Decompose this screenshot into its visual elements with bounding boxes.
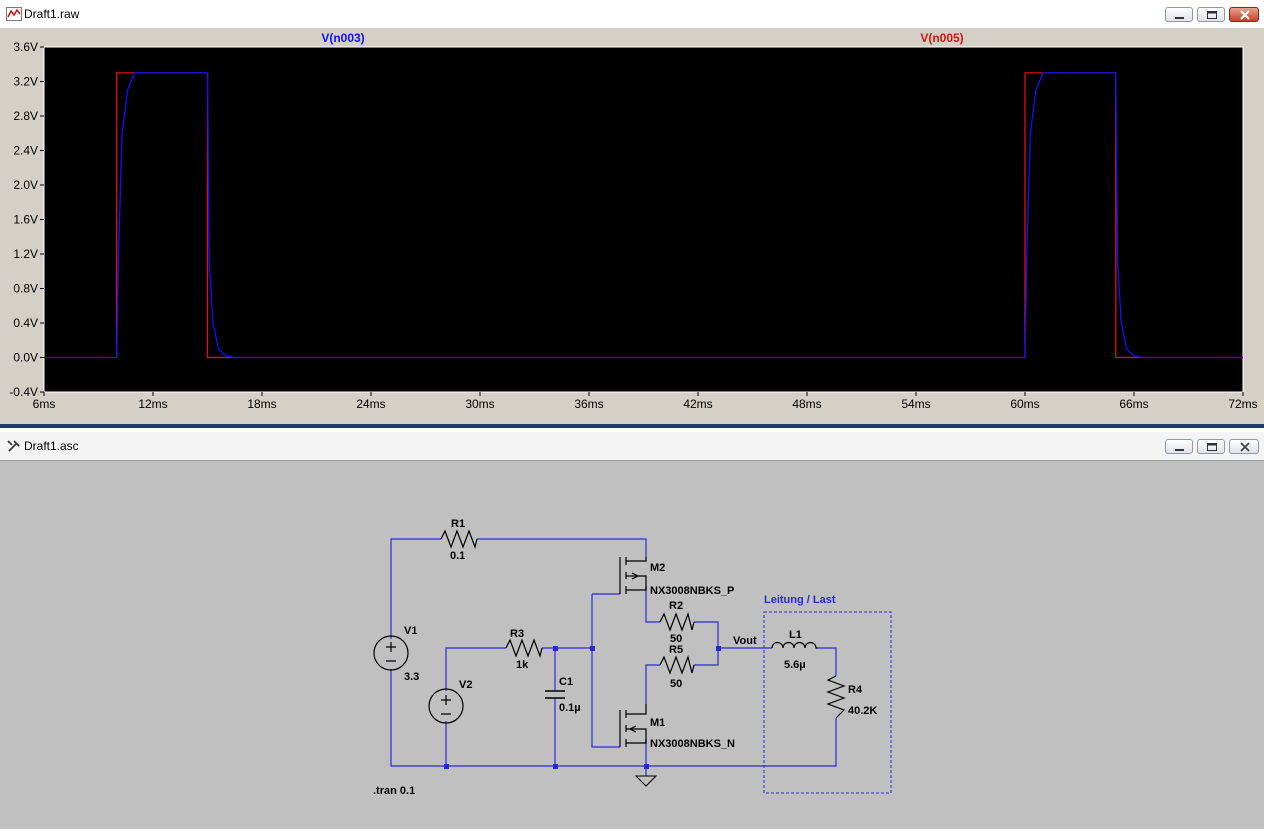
schematic-window: Draft1.asc xyxy=(0,432,1264,829)
capacitor-c1[interactable]: C1 0.1µ xyxy=(545,676,581,714)
x-tick-label: 24ms xyxy=(356,397,385,411)
y-tick-label: 2.4V xyxy=(13,144,38,158)
y-tick-label: 2.8V xyxy=(13,109,38,123)
m1-name: M1 xyxy=(650,717,665,729)
maximize-button[interactable] xyxy=(1197,7,1225,22)
plot-window: Draft1.raw 3.6V 3.2V 2.8V 2.4V 2.0V 1.6V 1.2V 0… xyxy=(0,0,1264,428)
r1-name: R1 xyxy=(451,518,465,530)
x-tick-label: 6ms xyxy=(33,397,56,411)
x-tick-label: 18ms xyxy=(247,397,276,411)
l1-value: 5.6µ xyxy=(784,659,806,671)
m1-model: NX3008NBKS_N xyxy=(650,738,735,750)
junction-dots xyxy=(444,646,721,769)
resistor-r1[interactable]: R1 0.1 xyxy=(440,518,478,562)
resistor-r5[interactable]: R5 50 xyxy=(659,644,695,690)
inductor-l1[interactable]: L1 5.6µ xyxy=(771,629,818,671)
y-tick-label: 0.4V xyxy=(13,316,38,330)
r4-name: R4 xyxy=(848,684,863,696)
restore-icon xyxy=(1207,443,1217,451)
load-box[interactable] xyxy=(763,611,892,794)
plot-window-titlebar[interactable]: Draft1.raw xyxy=(0,0,1264,29)
waveform-icon xyxy=(6,7,22,21)
plot-window-title: Draft1.raw xyxy=(24,7,80,21)
x-tick-label: 72ms xyxy=(1228,397,1257,411)
ground-icon[interactable] xyxy=(634,775,658,787)
y-tick-label: -0.4V xyxy=(9,385,38,399)
l1-name: L1 xyxy=(789,629,802,641)
net-label-vout[interactable]: Vout xyxy=(733,635,757,647)
close-icon xyxy=(1240,442,1250,452)
y-tick-label: 3.2V xyxy=(13,75,38,89)
close-button[interactable] xyxy=(1229,7,1259,22)
v1-name: V1 xyxy=(404,625,417,637)
m2-name: M2 xyxy=(650,562,665,574)
r2-name: R2 xyxy=(669,600,683,612)
schematic-window-title: Draft1.asc xyxy=(24,439,79,453)
r3-value: 1k xyxy=(516,659,529,671)
minimize-button[interactable] xyxy=(1165,439,1193,454)
load-box-label[interactable]: Leitung / Last xyxy=(764,594,836,606)
v1-value: 3.3 xyxy=(404,671,419,683)
nmos-m1[interactable]: M1 NX3008NBKS_N xyxy=(619,704,735,750)
r3-name: R3 xyxy=(510,628,524,640)
v2-name: V2 xyxy=(459,679,472,691)
x-tick-label: 42ms xyxy=(683,397,712,411)
waveform-chart[interactable]: 3.6V 3.2V 2.8V 2.4V 2.0V 1.6V 1.2V 0.8V 0.4V 0.0V… xyxy=(0,28,1264,420)
y-tick-label: 1.6V xyxy=(13,213,38,227)
r5-name: R5 xyxy=(669,644,683,656)
legend-V(n005)[interactable]: V(n005) xyxy=(920,31,963,45)
x-tick-label: 54ms xyxy=(901,397,930,411)
resistor-r4[interactable]: R4 40.2K xyxy=(826,675,877,719)
voltage-source-v2[interactable]: V2 xyxy=(428,679,472,724)
y-tick-label: 3.6V xyxy=(13,40,38,54)
c1-name: C1 xyxy=(559,676,573,688)
r2-value: 50 xyxy=(670,633,682,645)
legend-V(n003)[interactable]: V(n003) xyxy=(321,31,364,45)
x-tick-label: 66ms xyxy=(1119,397,1148,411)
y-tick-label: 0.0V xyxy=(13,351,38,365)
y-tick-label: 2.0V xyxy=(13,178,38,192)
x-tick-label: 60ms xyxy=(1010,397,1039,411)
resistor-r2[interactable]: R2 50 xyxy=(659,600,695,645)
series-line-V(n003)[interactable] xyxy=(44,72,1243,359)
r1-value: 0.1 xyxy=(450,550,465,562)
r4-value: 40.2K xyxy=(848,705,877,717)
pmos-m2[interactable]: M2 NX3008NBKS_P xyxy=(619,557,734,597)
close-button[interactable] xyxy=(1229,439,1259,454)
y-tick-label: 0.8V xyxy=(13,282,38,296)
spice-directive[interactable]: .tran 0.1 xyxy=(373,785,415,797)
x-tick-label: 36ms xyxy=(574,397,603,411)
schematic-drawing[interactable]: R1 0.1 R3 1k R2 50 R5 50 xyxy=(0,461,1264,829)
y-tick-label: 1.2V xyxy=(13,247,38,261)
m2-model: NX3008NBKS_P xyxy=(650,585,734,597)
voltage-source-v1[interactable]: V1 3.3 xyxy=(373,625,419,683)
x-tick-label: 12ms xyxy=(138,397,167,411)
schematic-icon xyxy=(7,440,20,452)
maximize-button[interactable] xyxy=(1197,439,1225,454)
minimize-button[interactable] xyxy=(1165,7,1193,22)
wires xyxy=(390,538,837,776)
window-divider xyxy=(0,424,1264,428)
r5-value: 50 xyxy=(670,678,682,690)
maximize-icon xyxy=(1207,11,1217,19)
plot-area[interactable]: 3.6V 3.2V 2.8V 2.4V 2.0V 1.6V 1.2V 0.8V 0.4V 0.0V… xyxy=(0,28,1264,420)
x-tick-label: 48ms xyxy=(792,397,821,411)
resistor-r3[interactable]: R3 1k xyxy=(505,628,543,671)
schematic-canvas[interactable]: R1 0.1 R3 1k R2 50 R5 50 xyxy=(0,460,1264,829)
plot-background[interactable] xyxy=(43,46,1244,393)
minimize-icon xyxy=(1175,449,1184,451)
x-tick-label: 30ms xyxy=(465,397,494,411)
close-icon xyxy=(1240,10,1250,20)
schematic-window-titlebar[interactable]: Draft1.asc xyxy=(0,432,1264,461)
c1-value: 0.1µ xyxy=(559,702,581,714)
minimize-icon xyxy=(1175,17,1184,19)
